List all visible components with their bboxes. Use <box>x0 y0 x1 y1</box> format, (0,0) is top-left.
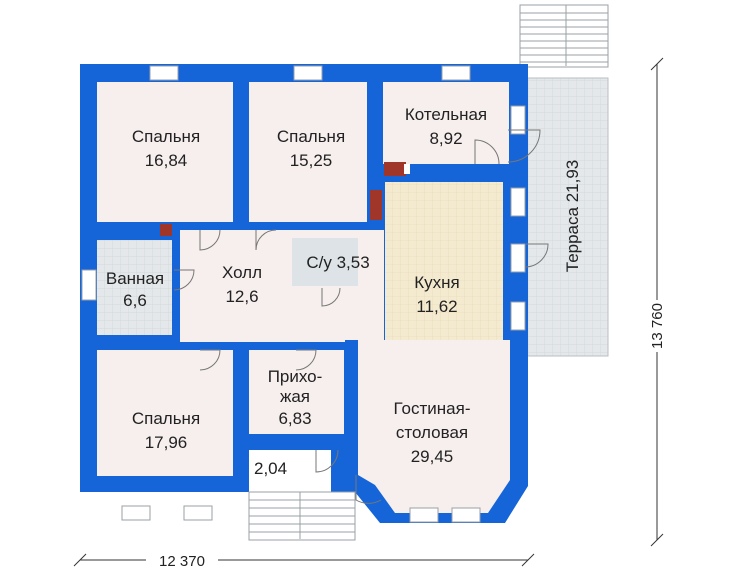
terrace <box>519 77 609 357</box>
vestibule-area: 2,04 <box>254 459 287 478</box>
dimension-height-label: 13 760 <box>649 303 666 349</box>
kitchen-area: 11,62 <box>416 297 457 316</box>
wc-label: С/у 3,53 <box>306 253 369 272</box>
living-name-line1: Гостиная- <box>393 399 470 418</box>
room-bed2-floor <box>249 82 367 222</box>
room-bed3-floor <box>97 350 233 476</box>
bath-name: Ванная <box>106 269 164 288</box>
dimension-width-mask <box>146 550 218 570</box>
bath-area: 6,6 <box>123 291 147 310</box>
bed1-area: 16,84 <box>145 151 188 170</box>
hall-area: 12,6 <box>225 287 258 306</box>
dimension-width <box>73 553 535 567</box>
stove <box>160 162 410 236</box>
dimension-width-label: 12 370 <box>159 553 205 570</box>
hall-name: Холл <box>222 263 262 282</box>
bed3-area: 17,96 <box>145 433 188 452</box>
entry-name-line1: Прихо- <box>268 367 323 386</box>
doors <box>173 129 549 504</box>
room-vestibule-floor <box>249 450 331 492</box>
bed3-name: Спальня <box>132 409 200 428</box>
entry-name-line2: жая <box>280 387 310 406</box>
room-entry-floor <box>249 350 344 434</box>
windows <box>81 65 526 523</box>
room-living-floor <box>358 340 510 513</box>
bed2-name: Спальня <box>277 127 345 146</box>
room-boiler-floor <box>383 82 509 164</box>
room-wc-floor <box>292 238 358 286</box>
terrace-label: Терраса 21,93 <box>563 160 582 272</box>
boiler-area: 8,92 <box>429 129 462 148</box>
bed2-area: 15,25 <box>290 151 333 170</box>
room-bed1-floor <box>97 82 233 222</box>
terrace-stairs <box>519 4 609 68</box>
kitchen-name: Кухня <box>414 273 460 292</box>
entry-area: 6,83 <box>278 409 311 428</box>
living-name-line2: столовая <box>396 423 468 442</box>
room-bath-floor <box>97 240 172 335</box>
entrance-stairs <box>248 491 356 541</box>
room-kitchen-floor <box>385 182 503 340</box>
dimension-height-mask <box>647 300 667 352</box>
living-area: 29,45 <box>411 447 454 466</box>
boiler-name: Котельная <box>405 105 487 124</box>
bed1-name: Спальня <box>132 127 200 146</box>
